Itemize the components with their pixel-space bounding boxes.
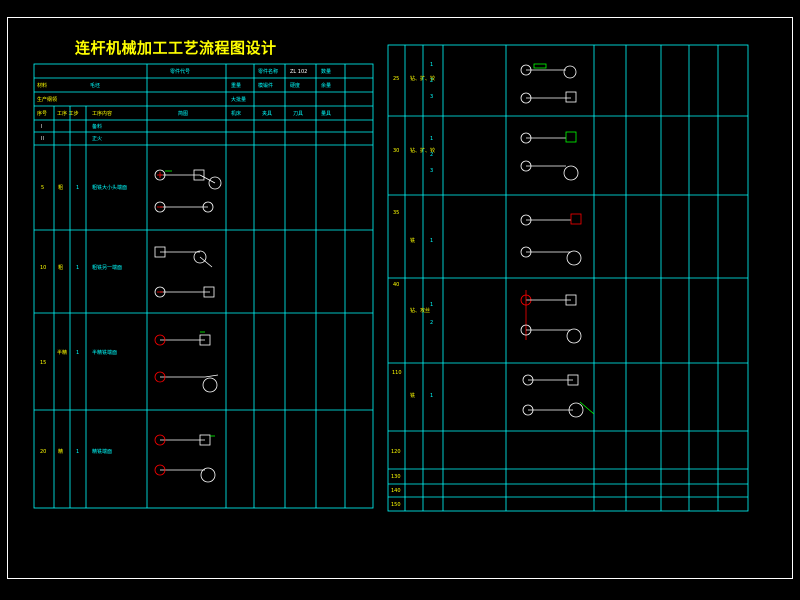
op-15-kind: 半精 (57, 350, 68, 356)
op-20-no: 20 (40, 449, 47, 455)
header-allowance: 余量 (321, 83, 332, 89)
drawing-border (7, 17, 793, 579)
rop-40-step-2: 2 (430, 320, 434, 326)
header-op-step: 工序 工步 (57, 111, 79, 117)
header-mass: 大批量 (231, 97, 247, 103)
header-material: 材料 (37, 83, 48, 89)
rop-35-step-1: 1 (430, 238, 434, 244)
op-II-no: II (41, 136, 44, 142)
rop-110-kind: 铣 (410, 393, 416, 399)
rop-30-step-2: 2 (430, 152, 434, 158)
drawing-title: 连杆机械加工工艺流程图设计 (75, 39, 277, 57)
header-part-number: ZL 102 (290, 69, 308, 75)
rop-130-no: 130 (391, 474, 401, 480)
op-15-no: 15 (40, 360, 47, 366)
op-20-kind: 精 (58, 449, 64, 455)
rop-25-step-3: 3 (430, 94, 434, 100)
rop-35-no: 35 (393, 210, 400, 216)
op-5-no: 5 (41, 185, 45, 191)
right-table-grid (387, 44, 749, 512)
op-5-kind: 粗 (58, 185, 64, 191)
rop-120-no: 120 (391, 449, 401, 455)
left-sketches (154, 169, 222, 483)
header-fixture: 夹具 (262, 111, 273, 117)
rop-40-kind: 钻、攻丝 (410, 308, 431, 314)
right-sketches (520, 63, 595, 418)
op-I-text: 备料 (92, 124, 103, 130)
header-content: 工序内容 (92, 111, 113, 117)
rop-40-no: 40 (393, 282, 400, 288)
rop-40-step-1: 1 (430, 302, 434, 308)
op-II-text: 正火 (92, 136, 103, 142)
header-forging: 模锻件 (258, 83, 274, 89)
op-10-no: 10 (40, 265, 47, 271)
rop-140-no: 140 (391, 488, 401, 494)
op-20-step: 1 (76, 449, 80, 455)
op-5-content: 粗铣大小头端面 (92, 185, 128, 191)
op-10-content: 粗铣另一端面 (92, 265, 123, 271)
header-sketch: 简图 (178, 111, 189, 117)
left-table-grid (33, 63, 374, 509)
rop-150-no: 150 (391, 502, 401, 508)
header-seq: 序号 (37, 111, 48, 117)
rop-30-kind: 钻、扩、铰 (410, 148, 436, 154)
rop-30-step-1: 1 (430, 136, 434, 142)
rop-110-no: 110 (392, 370, 402, 376)
rop-25-step-1: 1 (430, 62, 434, 68)
rop-30-no: 30 (393, 148, 400, 154)
rop-25-kind: 钻、扩、铰 (410, 76, 436, 82)
op-20-content: 精铣端面 (92, 449, 113, 455)
header-tool: 刀具 (293, 111, 304, 117)
op-5-step: 1 (76, 185, 80, 191)
header-hardness: 硬度 (290, 83, 301, 89)
op-I-no: I (41, 124, 43, 130)
header-part-name: 零件名称 (258, 69, 279, 75)
header-part-code: 零件代号 (170, 69, 191, 75)
op-10-step: 1 (76, 265, 80, 271)
header-machine: 机床 (231, 111, 242, 117)
op-15-content: 半精铣端面 (92, 350, 118, 356)
header-blank: 毛坯 (90, 83, 101, 89)
rop-25-step-2: 2 (430, 78, 434, 84)
rop-35-kind: 铣 (410, 238, 416, 244)
header-gauge: 量具 (321, 111, 332, 117)
header-production: 生产纲领 (37, 97, 58, 103)
header-quantity: 数量 (321, 69, 332, 75)
rop-30-step-3: 3 (430, 168, 434, 174)
op-15-step: 1 (76, 350, 80, 356)
header-weight: 重量 (231, 83, 242, 89)
rop-25-no: 25 (393, 76, 400, 82)
rop-110-step-1: 1 (430, 393, 434, 399)
op-10-kind: 粗 (58, 265, 64, 271)
